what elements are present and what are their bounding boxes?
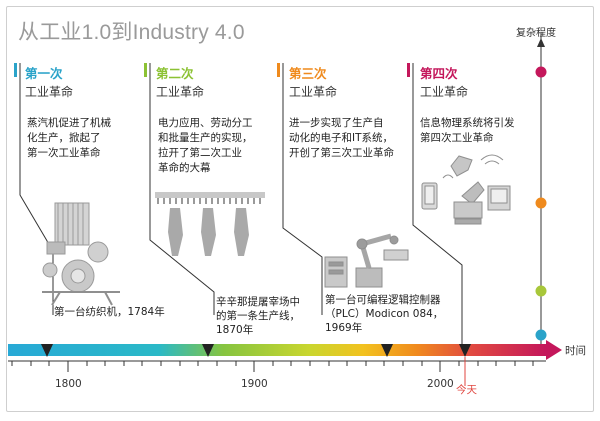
marker-today [459,344,471,357]
era2-desc-line: 和批量生产的实现， [158,132,253,144]
diagram-title: 从工业1.0到Industry 4.0 [18,21,245,44]
era3-description: 进一步实现了生产自 动化的电子和IT系统， 开创了第三次工业革命 [289,116,394,161]
complexity-dot-era1 [535,329,547,341]
milestone-line: 1969年 [325,322,363,334]
era2-description: 电力应用、劳动分工 和批量生产的实现， 拉开了第二次工业 革命的大幕 [158,116,253,176]
era3-desc-line: 进一步实现了生产自 [289,117,384,129]
milestone-line: （PLC）Modicon 084， [325,308,444,320]
marker-1784 [41,344,53,357]
time-axis-label: 时间 [565,345,586,357]
era1-number: 第一次 [25,66,63,81]
complexity-axis-label: 复杂程度 [516,28,556,39]
era4-desc-line: 信息物理系统将引发 [420,117,515,129]
marker-1870 [202,344,214,357]
complexity-axis-arrow [537,38,545,47]
marker-1969 [381,344,393,357]
complexity-dot-era3 [535,197,547,209]
era3-desc-line: 动化的电子和IT系统， [289,132,394,144]
era2-desc-line: 拉开了第二次工业 [158,147,242,159]
era1-description: 蒸汽机促进了机械 化生产，掀起了 第一次工业革命 [27,116,111,161]
plc-robot-illustration [324,233,409,288]
ruler-ticks [11,361,534,372]
milestone-line: 的第一条生产线， [216,310,300,322]
era2-number: 第二次 [156,66,194,81]
production-line-illustration [155,192,265,256]
timeline-band [8,344,546,356]
era2-desc-line: 电力应用、劳动分工 [158,117,253,129]
era3-number: 第三次 [289,66,327,81]
era4-number: 第四次 [420,66,458,81]
era3-divider [282,63,323,315]
iot-devices-illustration [421,154,511,225]
era2-desc-line: 革命的大幕 [158,162,211,174]
textile-machine-illustration [42,202,120,306]
outer-frame [6,6,594,412]
era4-divider [412,63,463,350]
today-label: 今天 [456,384,477,396]
milestone-line: 1870年 [216,324,254,336]
era1-desc-line: 化生产，掀起了 [27,132,101,144]
era1-subtitle: 工业革命 [25,85,74,99]
era1-desc-line: 第一次工业革命 [27,147,101,159]
milestone-1870-label: 辛辛那提屠宰场中 的第一条生产线， 1870年 [216,295,300,337]
era4-description: 信息物理系统将引发 第四次工业革命 [420,116,515,146]
milestone-line: 第一台可编程逻辑控制器 [325,294,441,306]
era4-subtitle: 工业革命 [420,85,469,99]
era1-desc-line: 蒸汽机促进了机械 [27,117,111,129]
milestone-line: 第一台纺织机，1784年 [54,306,165,318]
era3-subtitle: 工业革命 [289,85,338,99]
year-label-2000: 2000 [427,378,454,390]
era3-desc-line: 开创了第三次工业革命 [289,147,394,159]
milestone-1784-label: 第一台纺织机，1784年 [54,305,165,319]
era-accent-bars [14,63,410,77]
era4-desc-line: 第四次工业革命 [420,132,494,144]
year-label-1800: 1800 [55,378,82,390]
era1-divider [19,63,54,315]
era2-divider [149,63,215,315]
year-label-1900: 1900 [241,378,268,390]
milestone-line: 辛辛那提屠宰场中 [216,296,300,308]
milestone-1969-label: 第一台可编程逻辑控制器 （PLC）Modicon 084， 1969年 [325,293,443,335]
era2-subtitle: 工业革命 [156,85,205,99]
timeline-arrow [546,340,562,360]
complexity-dot-era4 [535,66,547,78]
complexity-dot-era2 [535,285,547,297]
